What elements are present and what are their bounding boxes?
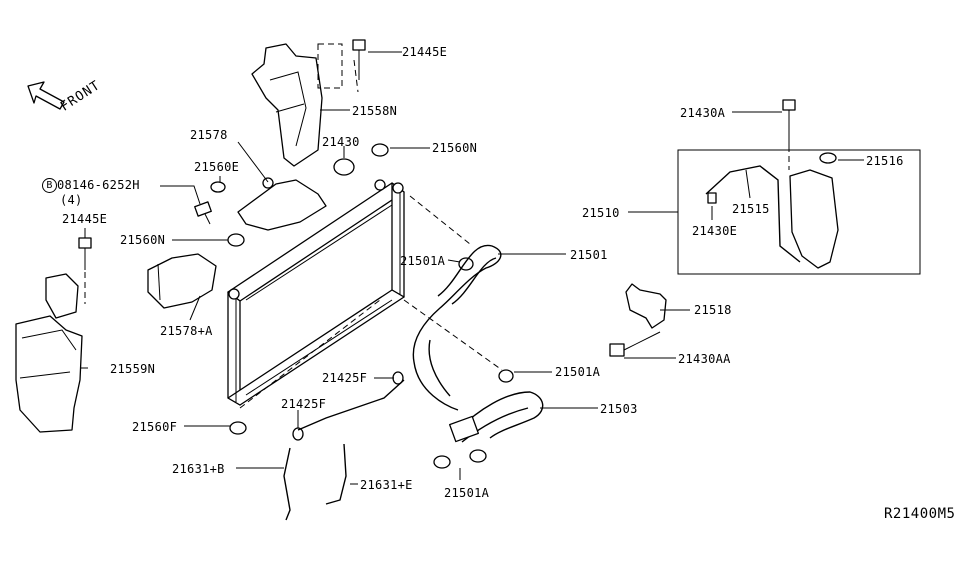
clip-21560E [210,181,226,193]
upper-hose [412,244,502,411]
label-21560N-left: 21560N [120,233,166,247]
hose-21631E [325,443,347,505]
label-21560F: 21560F [132,420,178,434]
label-21510: 21510 [582,206,620,220]
bolt-21430A [782,99,796,146]
mount-21560F [229,421,247,435]
label-21518: 21518 [694,303,732,317]
bracket-21578 [237,177,327,231]
label-21578: 21578 [190,128,228,142]
upper-air-guide [251,43,323,167]
label-21578A: 21578+A [160,324,213,338]
label-21560E: 21560E [194,160,240,174]
label-21631B: 21631+B [172,462,225,476]
bolt-spec-number: 08146-6252H [57,178,140,192]
bolt-spec-circle: B [42,178,57,193]
label-21558N: 21558N [352,104,398,118]
label-21503: 21503 [600,402,638,416]
clip-21560N-top [371,143,389,157]
lower-hose [448,391,544,443]
label-21425F-right: 21425F [322,371,368,385]
leader-lines [80,51,864,485]
label-21425F-left: 21425F [281,397,327,411]
fastener-21445E-top [352,39,366,80]
hose-21631B [283,447,291,521]
fastener-21445E-left [78,237,92,270]
label-21501A-upper: 21501A [400,254,446,268]
label-21501A-bottom: 21501A [444,486,490,500]
front-arrow [27,81,65,110]
label-21559N: 21559N [110,362,156,376]
label-21501A-mid: 21501A [555,365,601,379]
label-21445E-left: 21445E [62,212,108,226]
reference-code: R21400M5 [884,506,956,522]
label-21515: 21515 [732,202,770,216]
bracket-21578A [147,253,217,309]
label-21516: 21516 [866,154,904,168]
label-21430AA: 21430AA [678,352,731,366]
left-air-guide [15,273,83,433]
label-21560N-top: 21560N [432,141,478,155]
clamp-21501A-bottom-1 [433,455,451,469]
label-21430: 21430 [322,135,360,149]
bracket-21518 [625,283,667,329]
label-21430A: 21430A [680,106,726,120]
clamp-21501A-mid [498,369,514,383]
clip-21560N-left [227,233,245,247]
radiator-cap [333,158,355,176]
radiator [227,179,405,406]
label-21631E: 21631+E [360,478,413,492]
hose-21425F [297,379,405,431]
clamp-21501A-bottom-2 [469,449,487,463]
label-21445E-top: 21445E [402,45,448,59]
bolt-08146-6252H [194,201,212,225]
bolt-spec-quantity: (4) [60,193,83,207]
bolt-21430AA [609,331,661,357]
reservoir-tank [705,152,839,269]
label-21501: 21501 [570,248,608,262]
label-21430E: 21430E [692,224,738,238]
